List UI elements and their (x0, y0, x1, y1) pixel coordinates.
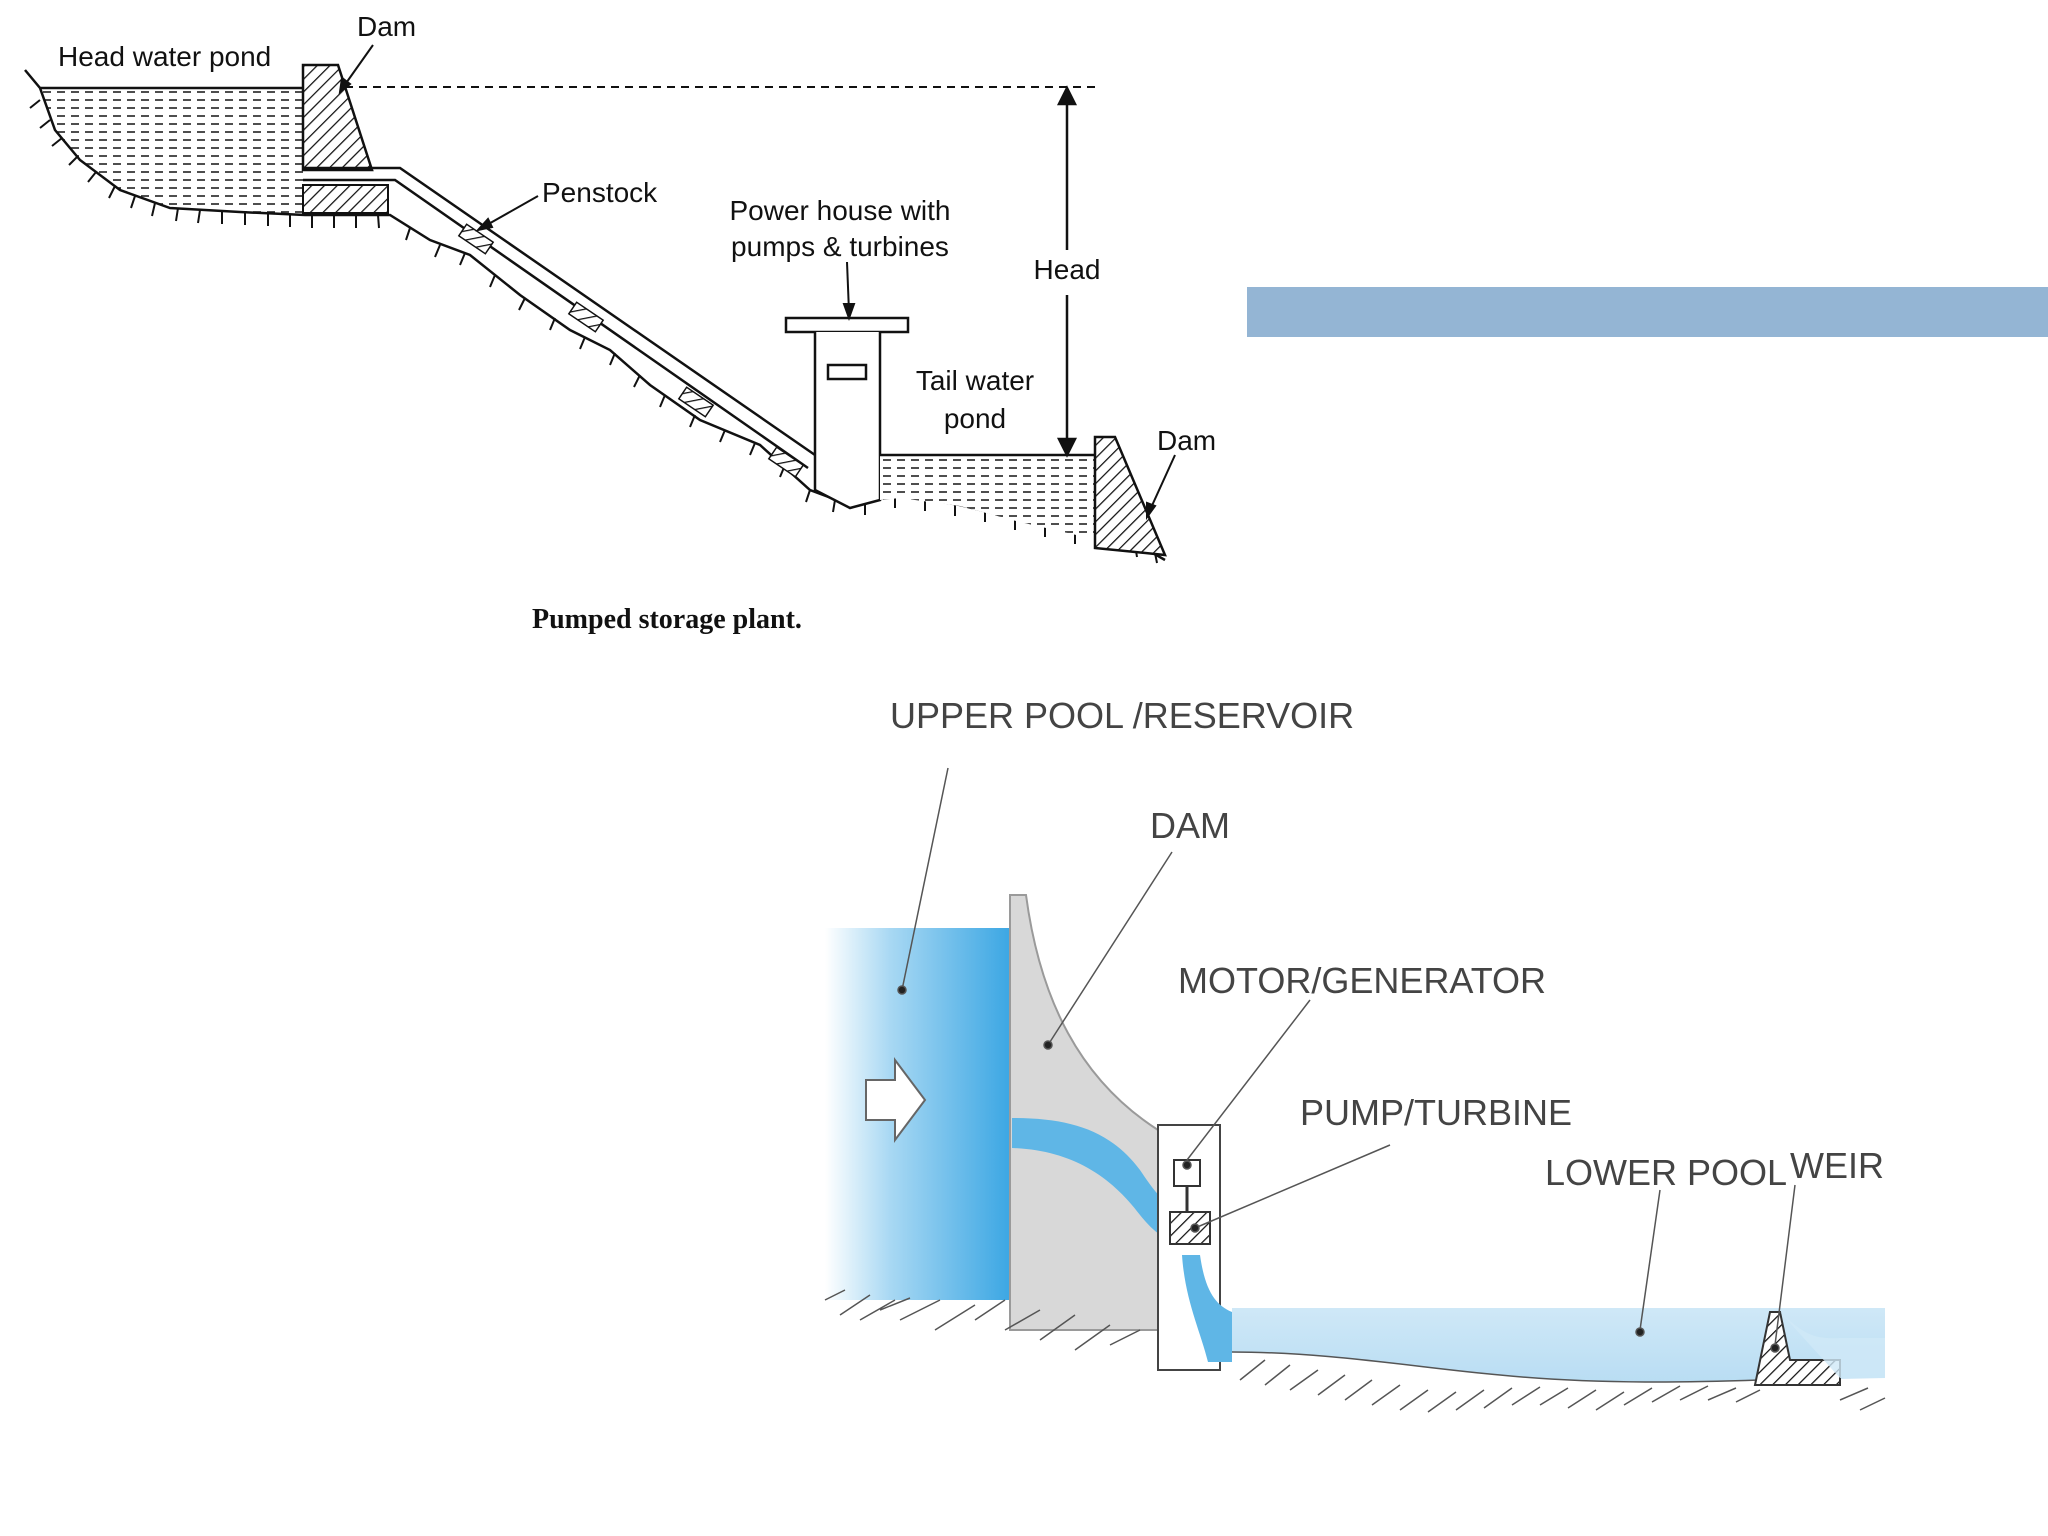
top-diagram: Head water pond Dam Penstock Power house… (24, 11, 1216, 635)
bottom-diagram: UPPER POOL /RESERVOIR DAM MOTOR/GENERATO… (824, 695, 1886, 1413)
label-tail-water-line2: pond (944, 403, 1006, 434)
flow-arrow-icon (865, 1057, 927, 1143)
head-dimension-arrow (1056, 85, 1078, 458)
label-head-water-pond: Head water pond (58, 41, 271, 72)
lower-dam (1093, 435, 1167, 557)
label-weir: WEIR (1790, 1145, 1884, 1186)
label-tail-water-line1: Tail water (916, 365, 1034, 396)
upper-dam (301, 63, 374, 172)
pump-turbine-unit (1169, 1211, 1211, 1245)
penstock-tunnel (1012, 1118, 1190, 1242)
power-house (784, 316, 910, 510)
label-penstock: Penstock (542, 177, 658, 208)
label-lower-pool: LOWER POOL (1545, 1152, 1787, 1193)
tail-water-pond (880, 455, 1098, 540)
label-head: Head (1034, 254, 1101, 285)
label-power-house-line2: pumps & turbines (731, 231, 949, 262)
label-upper-pool-reservoir: UPPER POOL /RESERVOIR (890, 695, 1354, 736)
accent-bar (1247, 287, 2048, 337)
lower-pool-water (1232, 1308, 1885, 1383)
bottom-ground-hatching (824, 1289, 1886, 1413)
head-water-pond (40, 88, 305, 215)
label-lower-dam: Dam (1157, 425, 1216, 456)
dam-body (1009, 894, 1159, 1331)
label-motor-generator: MOTOR/GENERATOR (1178, 960, 1546, 1001)
draft-tube (1182, 1255, 1232, 1362)
upper-reservoir-water (825, 928, 1012, 1300)
label-power-house-line1: Power house with (729, 195, 950, 226)
penstock-pipe (303, 166, 816, 470)
label-upper-dam: Dam (357, 11, 416, 42)
label-pump-turbine: PUMP/TURBINE (1300, 1092, 1572, 1133)
caption-pumped-storage-plant: Pumped storage plant. (532, 604, 802, 635)
label-dam: DAM (1150, 805, 1230, 846)
